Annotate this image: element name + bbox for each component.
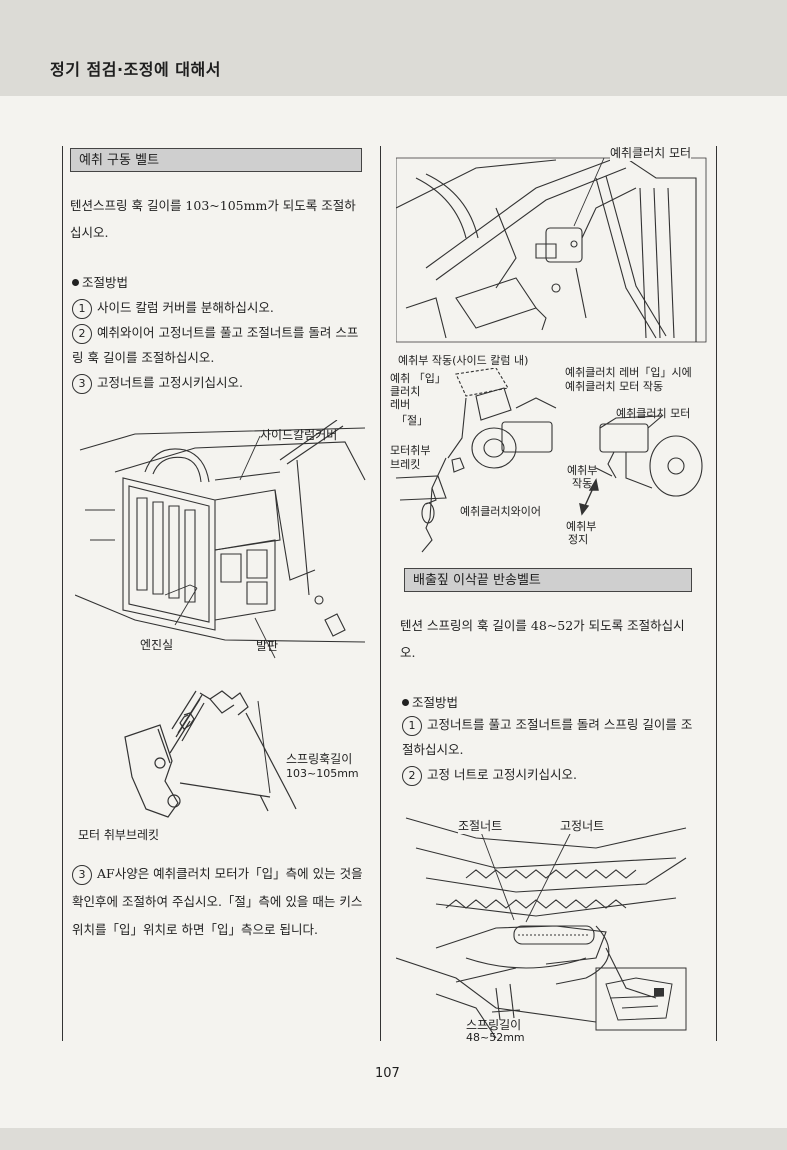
label-lever-on-note-1: 예취클러치 레버「입」시에 bbox=[565, 366, 692, 379]
value-spring-length: 48~52mm bbox=[466, 1031, 525, 1044]
right-method-label: 조절방법 bbox=[402, 692, 458, 711]
label-cutter-clutch-lever-1: 예취 「입」 bbox=[390, 372, 446, 385]
label-engine-room: 엔진실 bbox=[140, 638, 174, 652]
label-spring-length: 스프링길이 bbox=[466, 1018, 522, 1032]
side-column-illustration bbox=[75, 420, 375, 660]
label-off-mark: 「절」 bbox=[396, 414, 429, 427]
section-title-straw-belt: 배출짚 이삭끝 반송벨트 bbox=[404, 568, 692, 592]
footer-band bbox=[0, 1128, 787, 1150]
left-intro-text: 텐션스프링 훅 길이를 103~105mm가 되도록 조절하십시오. bbox=[70, 198, 356, 240]
label-cutter-active-1: 예취부 bbox=[567, 464, 598, 477]
left-method-label: 조절방법 bbox=[72, 272, 128, 291]
clutch-motor-photo-illustration bbox=[396, 148, 710, 348]
header-band bbox=[0, 0, 787, 96]
page-header-title: 정기 점검·조정에 대해서 bbox=[50, 60, 221, 79]
label-footboard: 발판 bbox=[256, 639, 279, 653]
spring-hook-illustration bbox=[110, 685, 310, 835]
label-cutter-clutch-lever-3: 레버 bbox=[390, 398, 411, 411]
label-side-column-cover: 사이드칼럼커버 bbox=[260, 428, 338, 442]
label-motor-bracket-2: 브레킷 bbox=[390, 458, 421, 471]
section-title-cutter-belt: 예취 구동 벨트 bbox=[70, 148, 362, 172]
label-spring-hook-length: 스프링훅길이 bbox=[286, 752, 353, 766]
clutch-lever-mechanism-illustration bbox=[386, 368, 716, 558]
label-cutter-stop-2: 정지 bbox=[568, 533, 589, 546]
label-lever-on-note-2: 예취클러치 모터 작동 bbox=[565, 380, 664, 393]
label-cutter-stop-1: 예취부 bbox=[566, 520, 597, 533]
label-lock-nut: 고정너트 bbox=[560, 817, 605, 834]
conveyor-belt-illustration bbox=[396, 808, 712, 1038]
label-cutter-active-2: 작동 bbox=[572, 477, 593, 490]
label-cutter-clutch-lever-2: 클러치 bbox=[390, 385, 421, 398]
center-column-rule bbox=[380, 146, 381, 1041]
page-number: 107 bbox=[375, 1066, 400, 1081]
label-motor-bracket: 모터 취부브레킷 bbox=[78, 828, 160, 842]
label-motor-bracket-1: 모터취부 bbox=[390, 444, 431, 457]
label-cutter-operation-caption: 예취부 작동(사이드 칼럼 내) bbox=[398, 354, 529, 367]
right-column-rule bbox=[716, 146, 717, 1041]
label-clutch-motor-top: 예취클러치 모터 bbox=[610, 144, 692, 161]
left-column-rule bbox=[62, 146, 63, 1041]
bullet-dot bbox=[402, 699, 409, 706]
value-spring-hook-length: 103~105mm bbox=[286, 767, 359, 780]
bullet-dot bbox=[72, 279, 79, 286]
label-adjust-nut: 조절너트 bbox=[458, 817, 503, 834]
label-clutch-wire: 예취클러치와이어 bbox=[460, 505, 541, 518]
right-intro-text: 텐션 스프링의 훅 길이를 48~52가 되도록 조절하십시오. bbox=[400, 618, 685, 660]
